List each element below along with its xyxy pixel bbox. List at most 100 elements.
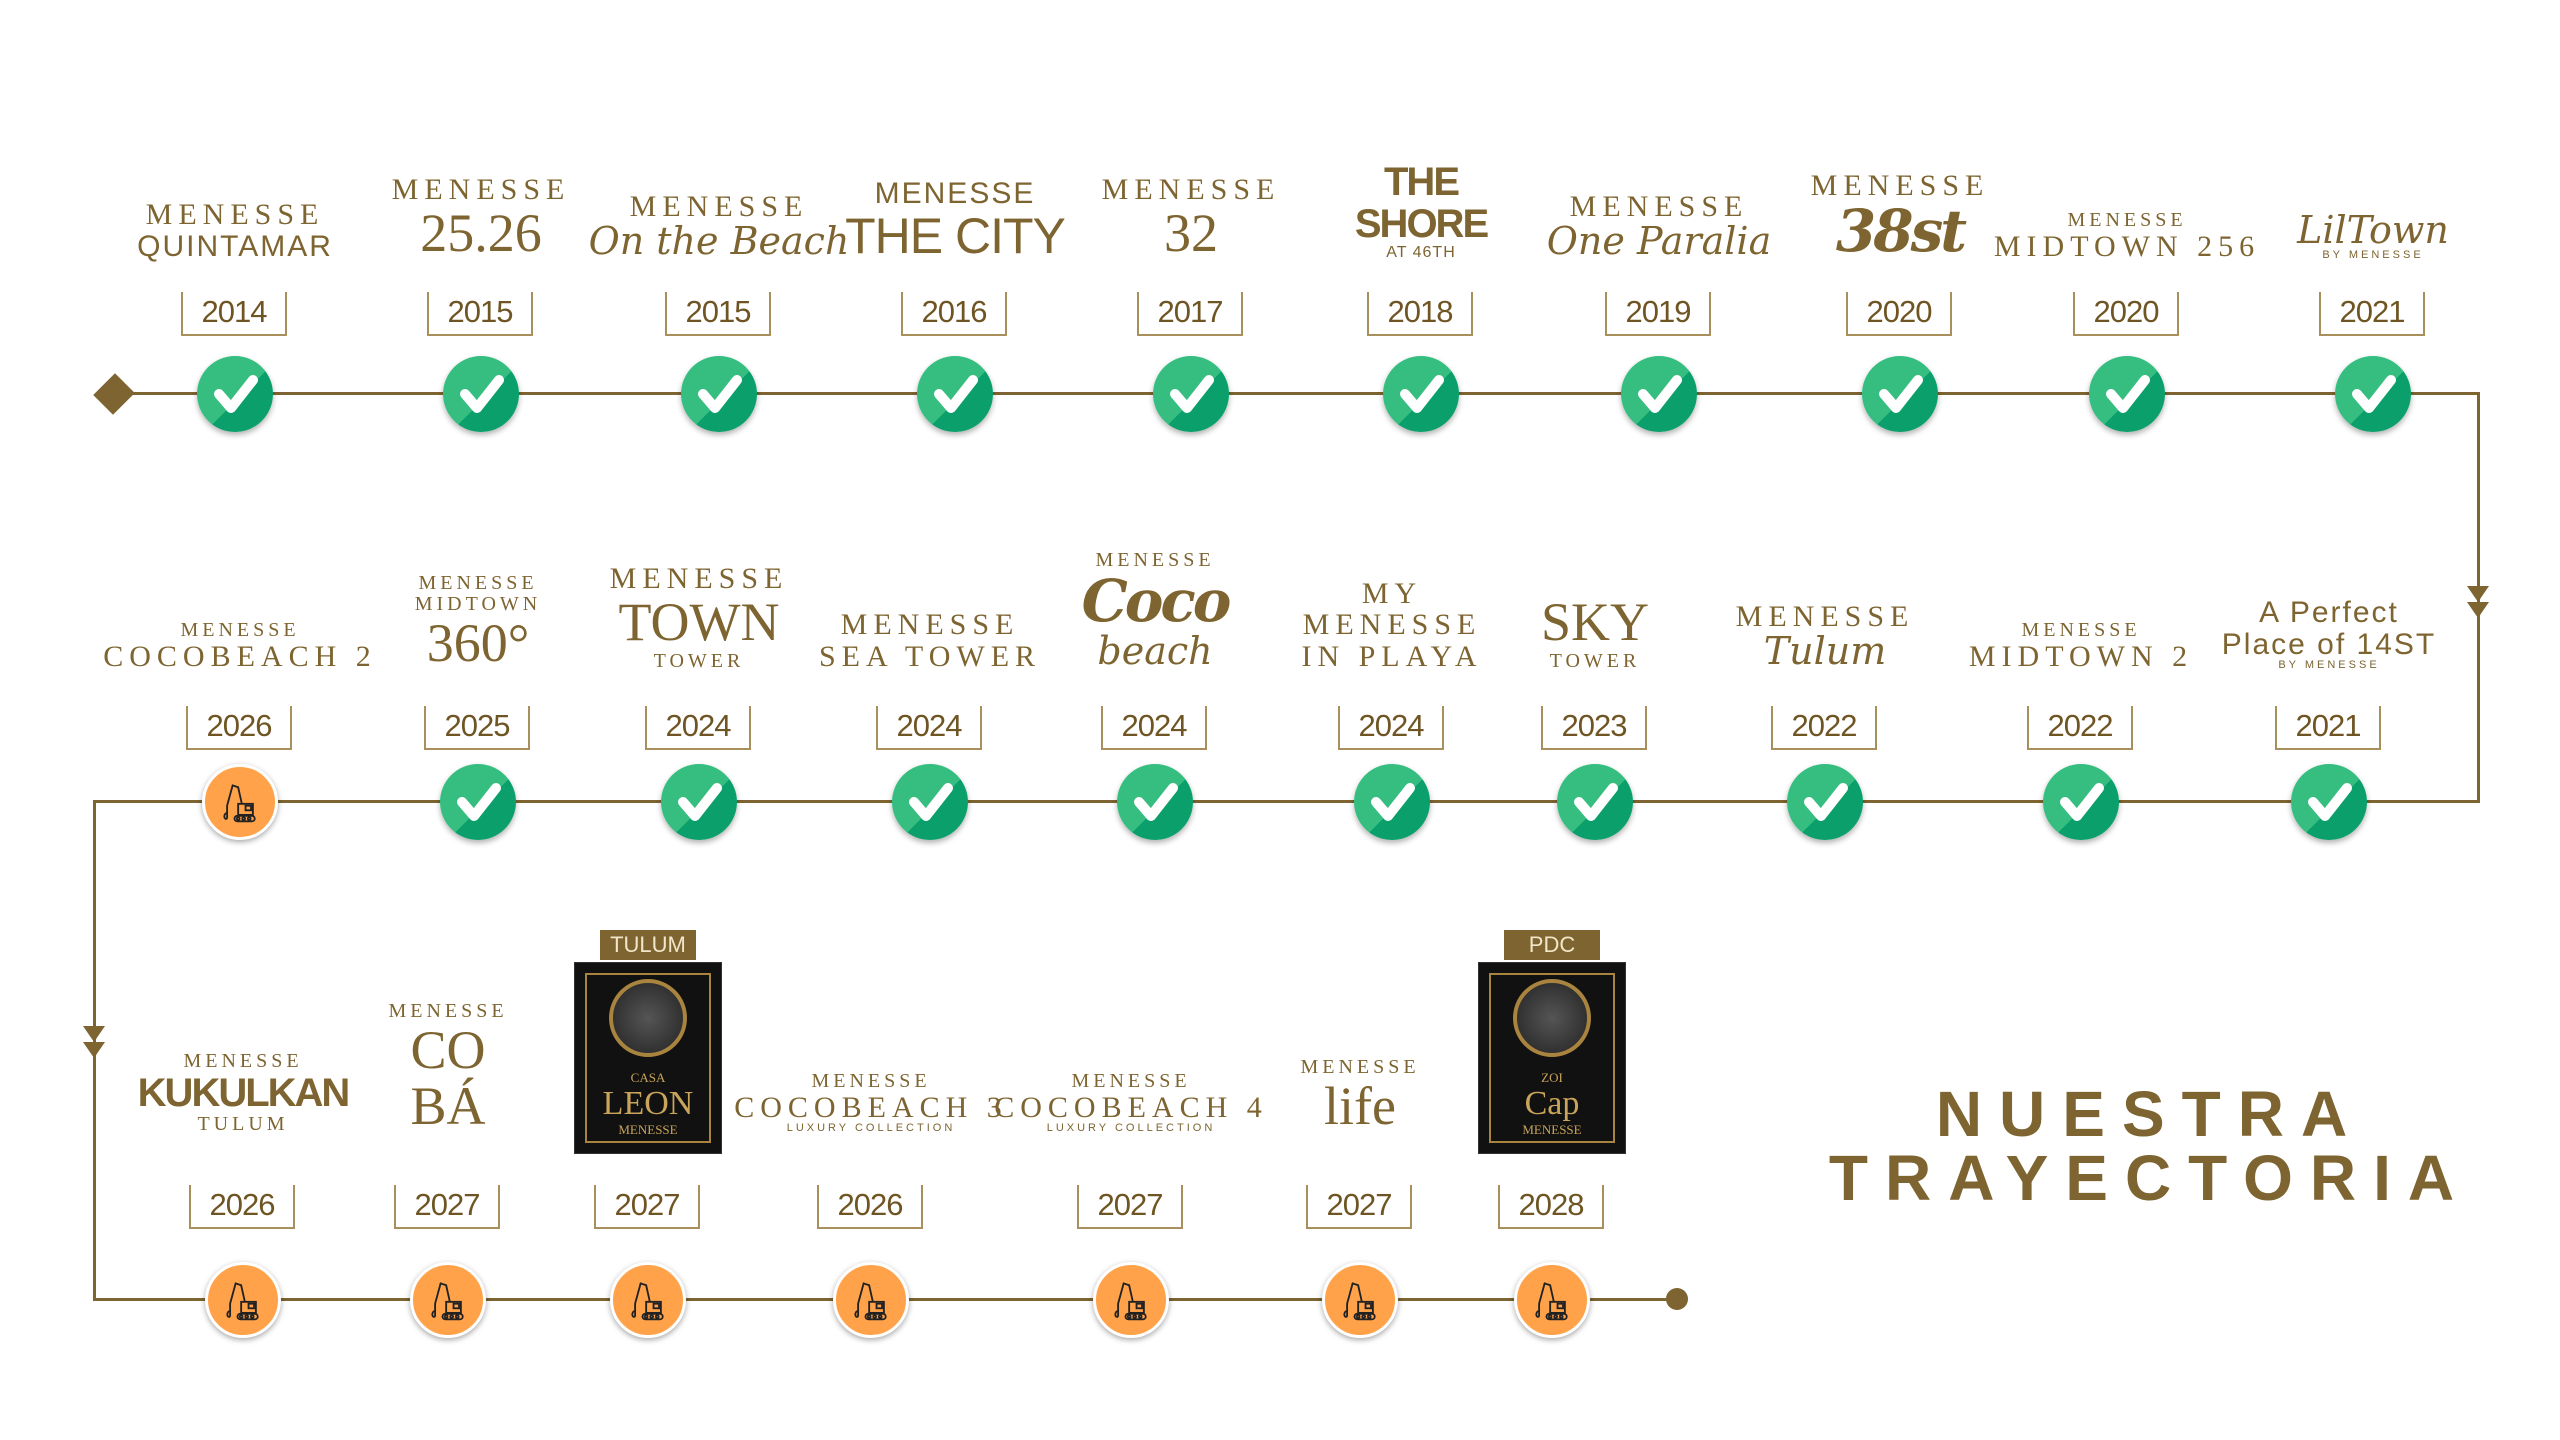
logo-text: Coco xyxy=(1081,567,1232,636)
card-text: Cap xyxy=(1524,1085,1580,1123)
year-label: 2027 xyxy=(594,1185,700,1229)
logo-text: 32 xyxy=(1164,203,1218,264)
logo-text: QUINTAMAR xyxy=(137,229,333,263)
completed-status-node xyxy=(1153,356,1229,432)
logo-text: A Perfect xyxy=(2259,596,2399,630)
logo-text: life xyxy=(1324,1076,1396,1137)
title-line-1: NUESTRA xyxy=(1935,1078,2365,1150)
logo-text: MENESSE xyxy=(840,608,1020,641)
logo-text: MENESSE xyxy=(2067,208,2187,231)
logo-text: COCOBEACH 4 xyxy=(994,1090,1268,1124)
year-label: 2020 xyxy=(2073,292,2179,336)
logo-text: MENESSE xyxy=(391,172,571,206)
logo-text: MY xyxy=(1361,576,1423,610)
year-label: 2021 xyxy=(2275,706,2381,750)
completed-status-node xyxy=(917,356,993,432)
logo-text: MENESSE xyxy=(1302,608,1482,641)
year-label: 2025 xyxy=(424,706,530,750)
logo-text: LUXURY COLLECTION xyxy=(786,1122,956,1135)
project-tag: PDC xyxy=(1504,930,1600,960)
card-text: MENESSE xyxy=(1522,1121,1582,1137)
logo-text: MENESSE xyxy=(388,999,508,1022)
down-arrow-icon xyxy=(83,1026,105,1042)
year-label: 2022 xyxy=(2027,706,2133,750)
logo-text: SEA TOWER xyxy=(818,639,1042,673)
year-label: 2014 xyxy=(181,292,287,336)
logo-text: BY MENESSE xyxy=(2278,659,2380,672)
completed-status-node xyxy=(2335,356,2411,432)
year-label: 2019 xyxy=(1605,292,1711,336)
timeline-row-1-line xyxy=(115,392,2480,395)
logo-text: 38st xyxy=(1835,197,1967,266)
in-progress-status-node xyxy=(1093,1262,1169,1338)
card-text: CASA xyxy=(630,1070,666,1085)
logo-text: THE CITY xyxy=(845,207,1066,264)
completed-status-node xyxy=(892,764,968,840)
down-arrow-icon xyxy=(83,1042,105,1058)
completed-status-node xyxy=(661,764,737,840)
logo-text: beach xyxy=(1097,629,1213,674)
in-progress-status-node xyxy=(610,1262,686,1338)
year-label: 2022 xyxy=(1771,706,1877,750)
project-tag: TULUM xyxy=(600,930,696,960)
logo-text: Place of 14ST xyxy=(2221,627,2437,661)
year-label: 2027 xyxy=(394,1185,500,1229)
year-label: 2026 xyxy=(189,1185,295,1229)
logo-text: KUKULKAN xyxy=(137,1071,351,1115)
logo-text: On the Beach xyxy=(588,219,850,264)
logo-text: MENESSE xyxy=(1071,1069,1191,1092)
logo-text: MENESSE xyxy=(874,177,1036,210)
year-label: 2028 xyxy=(1498,1185,1604,1229)
year-label: 2024 xyxy=(876,706,982,750)
logo-text: MENESSE xyxy=(418,572,538,595)
logo-text: COCOBEACH 2 xyxy=(103,639,377,673)
logo-text: Tulum xyxy=(1763,629,1887,674)
logo-text: 360° xyxy=(426,613,530,674)
lion-emblem-icon xyxy=(1513,979,1591,1057)
completed-status-node xyxy=(1557,764,1633,840)
year-label: 2018 xyxy=(1367,292,1473,336)
card-frame xyxy=(1489,973,1615,1143)
page-title: NUESTRA TRAYECTORIA xyxy=(1800,1082,2500,1210)
year-label: 2026 xyxy=(186,706,292,750)
down-arrow-icon xyxy=(2467,586,2489,602)
year-label: 2021 xyxy=(2319,292,2425,336)
card-text: ZOI xyxy=(1541,1070,1563,1085)
completed-status-node xyxy=(443,356,519,432)
completed-status-node xyxy=(1621,356,1697,432)
logo-text: MIDTOWN xyxy=(414,593,542,616)
card-text: MENESSE xyxy=(618,1121,678,1137)
logo-text: MENESSE xyxy=(145,198,325,231)
card-frame xyxy=(585,973,711,1143)
year-label: 2027 xyxy=(1077,1185,1183,1229)
logo-text: CO xyxy=(410,1019,486,1080)
in-progress-status-node xyxy=(205,1262,281,1338)
logo-text: SKY xyxy=(1540,592,1650,653)
logo-text: TOWER xyxy=(653,650,745,672)
logo-text: One Paralia xyxy=(1546,219,1772,264)
completed-status-node xyxy=(1117,764,1193,840)
logo-text: IN PLAYA xyxy=(1301,639,1483,673)
year-label: 2015 xyxy=(427,292,533,336)
logo-text: MENESSE xyxy=(1101,172,1281,206)
logo-text: MIDTOWN 2 xyxy=(1968,639,2194,673)
completed-status-node xyxy=(197,356,273,432)
year-label: 2024 xyxy=(645,706,751,750)
timeline-row-2-line xyxy=(93,800,2480,803)
